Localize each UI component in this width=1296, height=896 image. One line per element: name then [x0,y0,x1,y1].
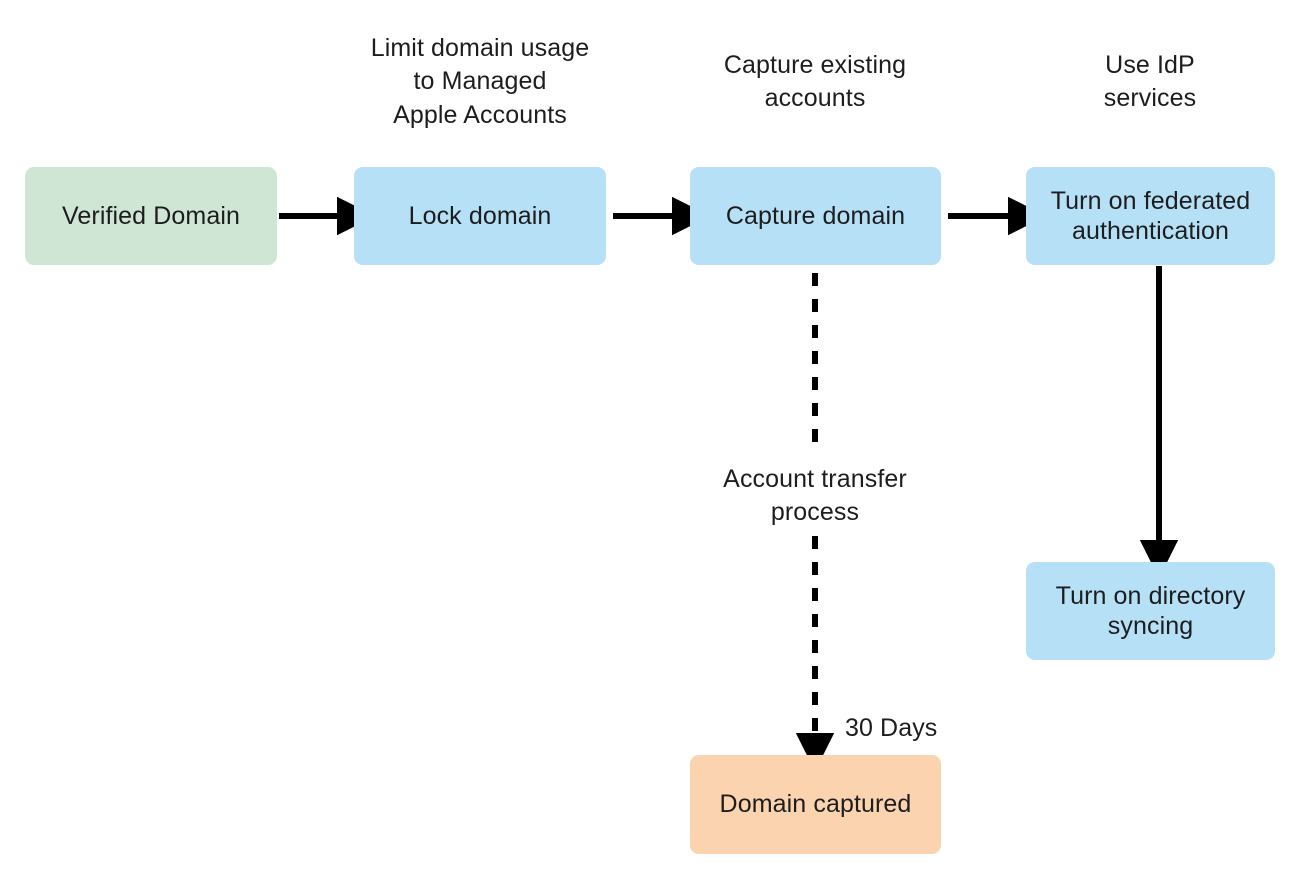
node-verified-domain[interactable]: Verified Domain [25,167,277,265]
edge-label-thirty-days: 30 Days [845,714,938,742]
node-domain-captured[interactable]: Domain captured [690,755,941,854]
edge-label-account-transfer: Account transfer process [723,465,907,527]
node-lock-domain[interactable]: Lock domain [354,167,606,265]
caption-lock-domain: Limit domain usage to Managed Apple Acco… [370,34,590,129]
caption-capture-domain: Capture existing accounts [723,51,907,113]
caption-federated-auth: Use IdP services [1103,51,1197,113]
node-directory-syncing[interactable]: Turn on directory syncing [1026,562,1275,660]
node-capture-domain[interactable]: Capture domain [690,167,941,265]
node-federated-auth[interactable]: Turn on federated authentication [1026,167,1275,265]
